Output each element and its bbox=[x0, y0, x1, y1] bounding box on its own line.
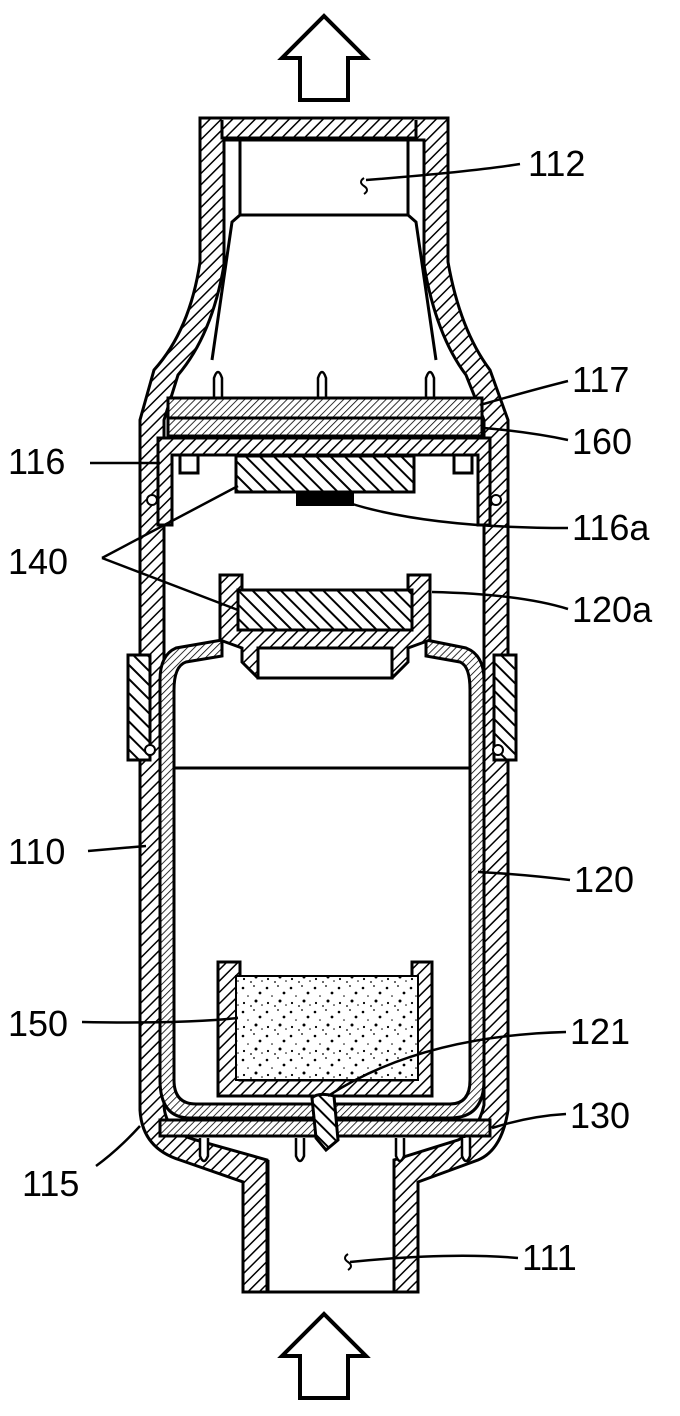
label-111: 111 bbox=[522, 1237, 577, 1278]
cap-protrusion bbox=[296, 492, 354, 506]
label-110: 110 bbox=[8, 831, 65, 872]
label-120: 120 bbox=[574, 859, 634, 900]
label-117: 117 bbox=[572, 359, 629, 400]
gasket bbox=[166, 416, 484, 438]
right-coupler bbox=[492, 653, 518, 762]
label-121: 121 bbox=[570, 1011, 630, 1052]
left-coupler bbox=[126, 653, 152, 762]
outer-housing bbox=[138, 116, 510, 1294]
outlet-flow-arrow bbox=[277, 13, 371, 102]
label-116a: 116a bbox=[572, 507, 650, 548]
label-130: 130 bbox=[570, 1095, 630, 1136]
inner-container bbox=[158, 638, 486, 1120]
label-120a: 120a bbox=[572, 589, 653, 630]
label-112: 112 bbox=[528, 143, 585, 184]
lower-pins bbox=[198, 1138, 472, 1163]
leader-lines bbox=[81, 162, 571, 1264]
upper-pins bbox=[212, 370, 436, 398]
inlet-flow-arrow bbox=[277, 1311, 371, 1400]
filter-media bbox=[235, 975, 419, 1081]
upper-seal bbox=[234, 454, 416, 494]
label-160: 160 bbox=[572, 421, 632, 462]
label-116: 116 bbox=[8, 441, 65, 482]
label-140: 140 bbox=[8, 541, 68, 582]
label-150: 150 bbox=[8, 1003, 68, 1044]
inlet-hole-stem bbox=[310, 1092, 340, 1153]
upper-filter-plate bbox=[166, 396, 484, 420]
label-115: 115 bbox=[22, 1163, 79, 1204]
lower-seal bbox=[236, 588, 414, 632]
